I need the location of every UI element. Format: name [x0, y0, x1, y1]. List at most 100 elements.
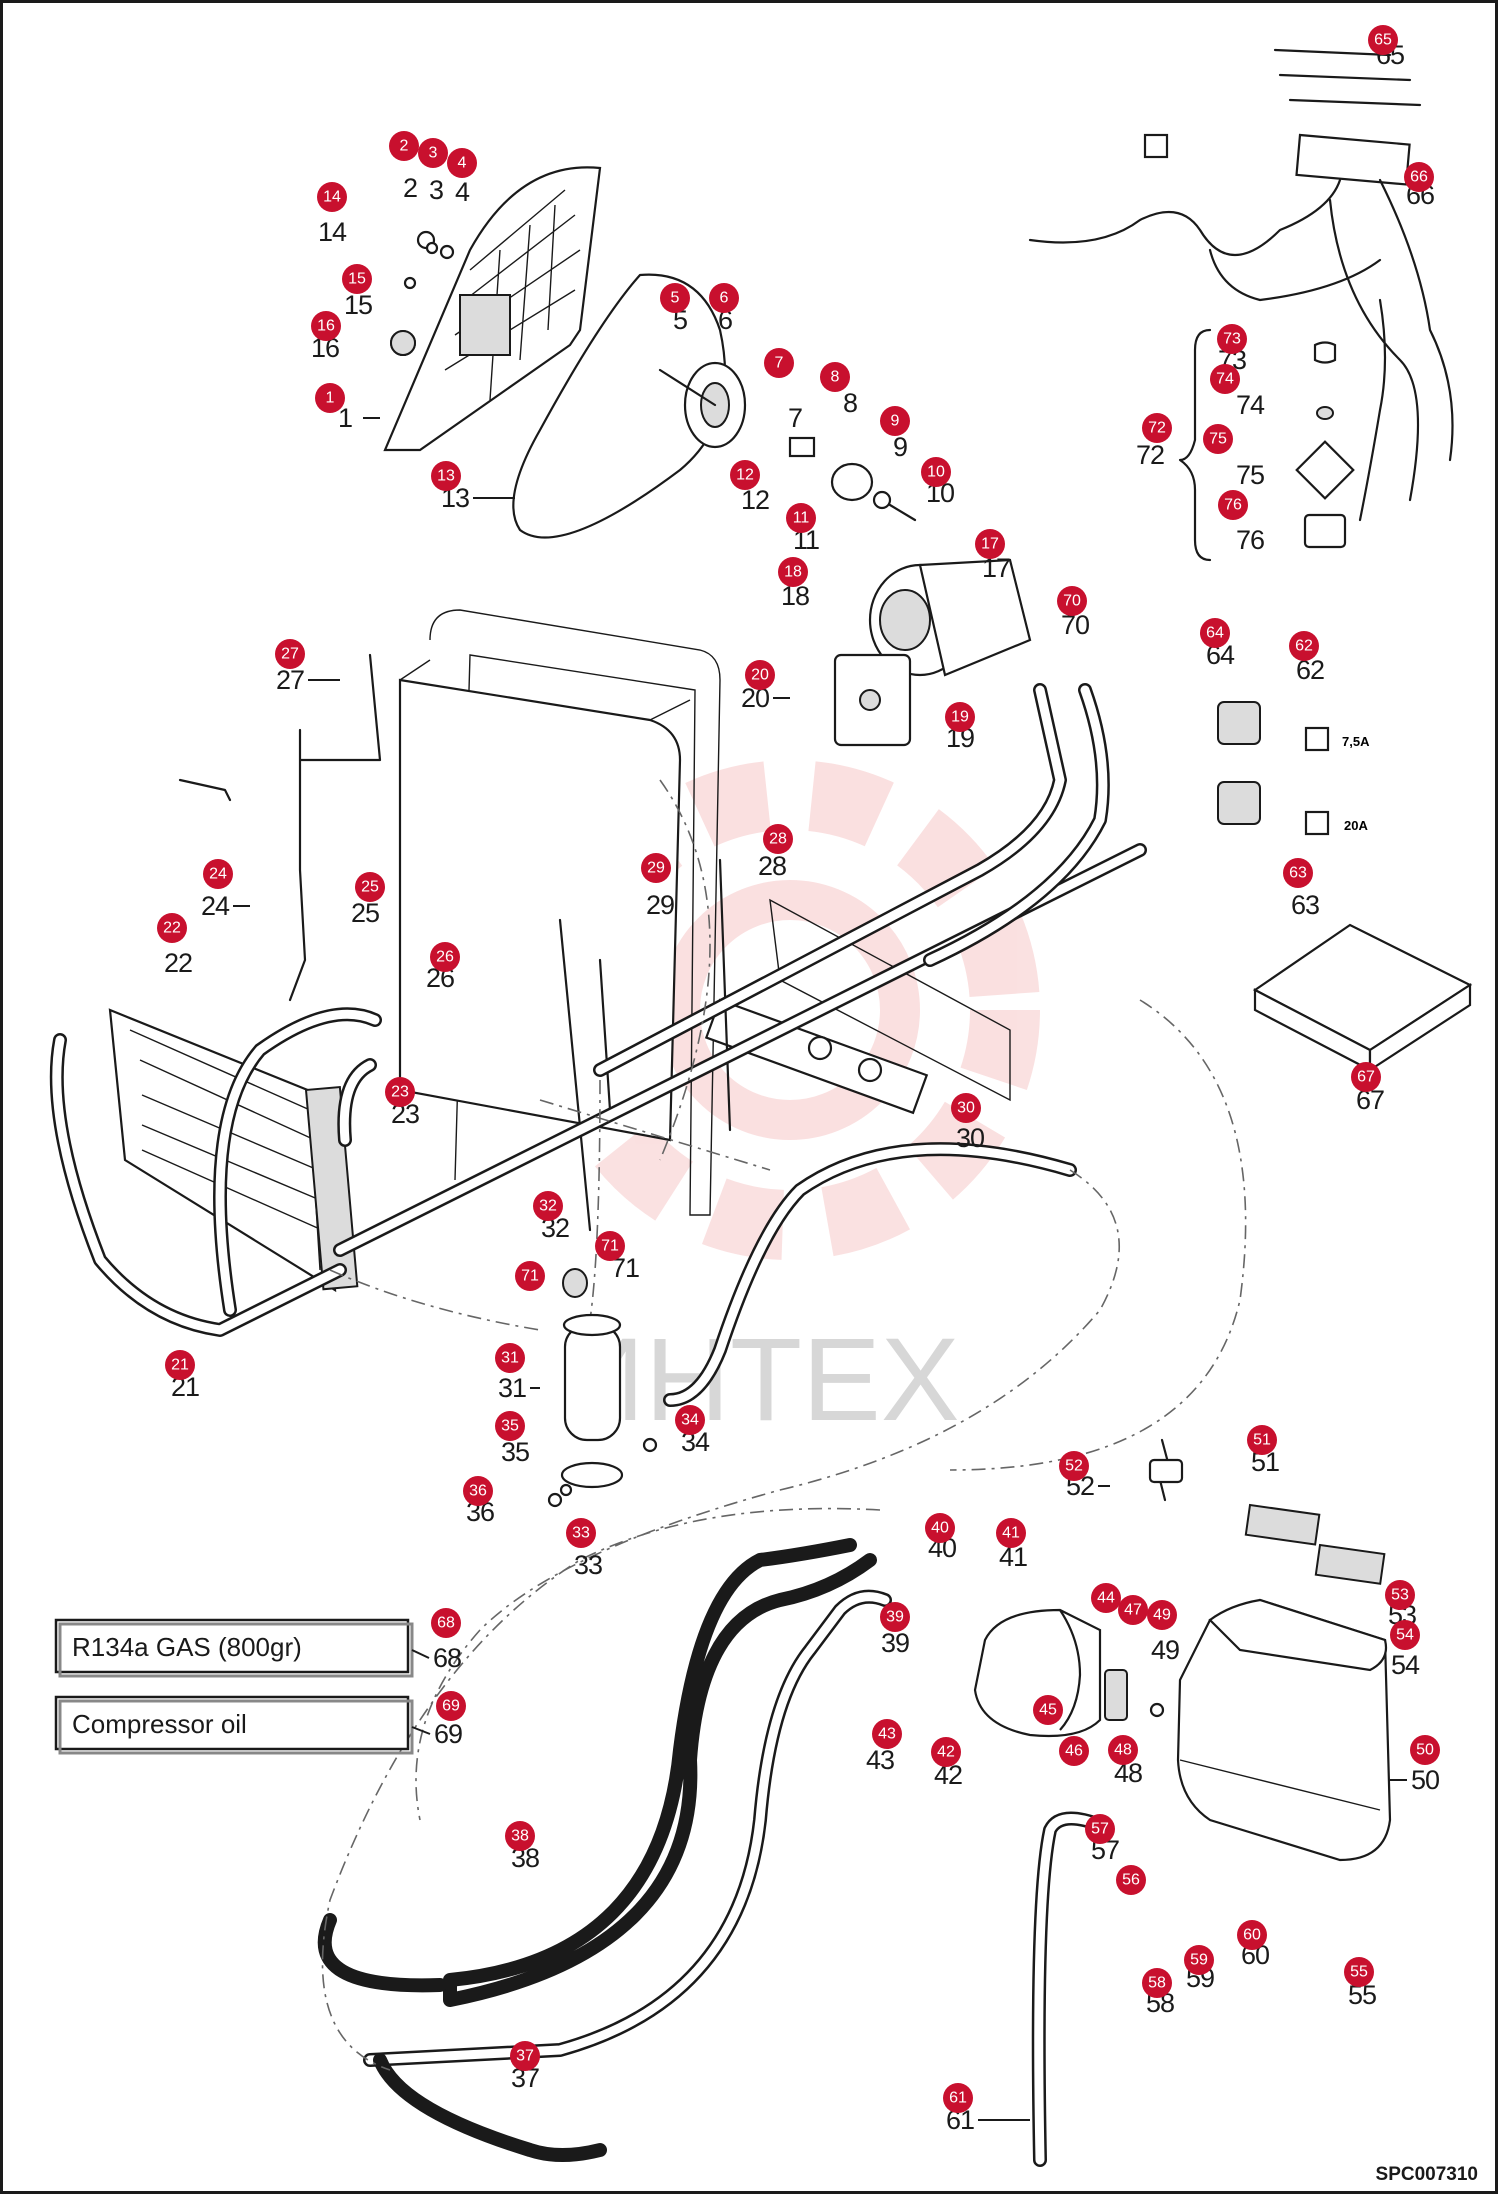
callout-45: 45	[1033, 1695, 1063, 1725]
part-badge-11	[786, 503, 816, 533]
leader-line-69	[411, 1726, 431, 1735]
part-badge-71	[515, 1261, 545, 1291]
part-number-label-27: 27	[276, 665, 304, 695]
part-badge-number-35: 35	[501, 1418, 519, 1435]
filter-pack	[1252, 923, 1473, 1073]
part-badge-number-47: 47	[1124, 1602, 1142, 1619]
callout-9: 99	[880, 406, 910, 462]
part-badge-number-28: 28	[769, 831, 787, 848]
part-badge-12	[730, 460, 760, 490]
callout-56: 56	[1116, 1865, 1146, 1895]
part-badge-number-34: 34	[681, 1412, 699, 1429]
part-badge-16	[311, 311, 341, 341]
brackets-27-24	[178, 653, 732, 1232]
part-badge-number-8: 8	[831, 369, 840, 386]
part-number-label-69: 69	[434, 1719, 462, 1749]
part-number-label-2: 2	[403, 173, 417, 203]
part-badge-number-32: 32	[539, 1198, 557, 1215]
part-badge-69	[436, 1691, 466, 1721]
part-number-label-50: 50	[1411, 1765, 1439, 1795]
part-badge-74	[1210, 364, 1240, 394]
part-number-label-28: 28	[758, 851, 786, 881]
callout-46: 46	[1059, 1736, 1089, 1766]
part-badge-number-19: 19	[951, 709, 969, 726]
part-badge-number-68: 68	[437, 1615, 455, 1632]
part-badge-25	[355, 872, 385, 902]
part-badge-7	[764, 348, 794, 378]
part-badge-37	[510, 2041, 540, 2071]
part-badge-2	[389, 131, 419, 161]
relays-and-fuses: 7,5A 20A	[1217, 701, 1370, 836]
callout-44: 44	[1091, 1583, 1121, 1613]
part-number-label-8: 8	[843, 388, 857, 418]
part-badge-number-75: 75	[1209, 431, 1227, 448]
part-badge-number-64: 64	[1206, 625, 1224, 642]
part-badge-43	[872, 1719, 902, 1749]
part-number-label-9: 9	[893, 432, 907, 462]
part-badge-55	[1344, 1957, 1374, 1987]
part-badge-number-36: 36	[469, 1483, 487, 1500]
drive-belt	[512, 273, 727, 539]
part-badge-number-4: 4	[458, 155, 467, 172]
part-badge-number-51: 51	[1253, 1432, 1271, 1449]
part-badge-32	[533, 1191, 563, 1221]
part-number-label-3: 3	[429, 175, 443, 205]
watermark-gear-logo	[540, 760, 1040, 1260]
part-number-label-54: 54	[1391, 1650, 1420, 1680]
part-badge-number-43: 43	[878, 1726, 896, 1743]
part-badge-number-13: 13	[437, 468, 455, 485]
part-badge-number-18: 18	[784, 564, 802, 581]
part-badge-number-41: 41	[1002, 1525, 1020, 1542]
part-badge-number-49: 49	[1153, 1607, 1171, 1624]
part-number-label-15: 15	[344, 290, 372, 320]
part-badge-number-52: 52	[1065, 1458, 1083, 1475]
part-badge-number-26: 26	[436, 949, 454, 966]
part-badge-67	[1351, 1062, 1381, 1092]
oil-box	[54, 1695, 410, 1751]
callout-6: 66	[709, 283, 739, 335]
part-badge-number-1: 1	[326, 390, 335, 407]
part-badge-number-27: 27	[281, 646, 299, 663]
part-number-label-63: 63	[1291, 890, 1319, 920]
part-number-label-4: 4	[455, 177, 470, 207]
part-badge-65	[1368, 25, 1398, 55]
part-badge-53	[1385, 1580, 1415, 1610]
part-badge-41	[996, 1518, 1026, 1548]
part-number-label-30: 30	[956, 1123, 984, 1153]
callout-3: 33	[418, 138, 448, 205]
part-number-label-72: 72	[1136, 440, 1164, 470]
callout-4: 44	[447, 148, 477, 207]
part-number-label-1: 1	[338, 403, 352, 433]
part-badge-49	[1147, 1600, 1177, 1630]
callout-71: 71	[515, 1261, 545, 1291]
part-badge-45	[1033, 1695, 1063, 1725]
part-badge-63	[1283, 858, 1313, 888]
refrigerant-hoses	[49, 683, 1147, 2167]
part-badge-number-42: 42	[937, 1744, 955, 1761]
callout-47: 47	[1118, 1595, 1148, 1625]
part-badge-17	[975, 529, 1005, 559]
